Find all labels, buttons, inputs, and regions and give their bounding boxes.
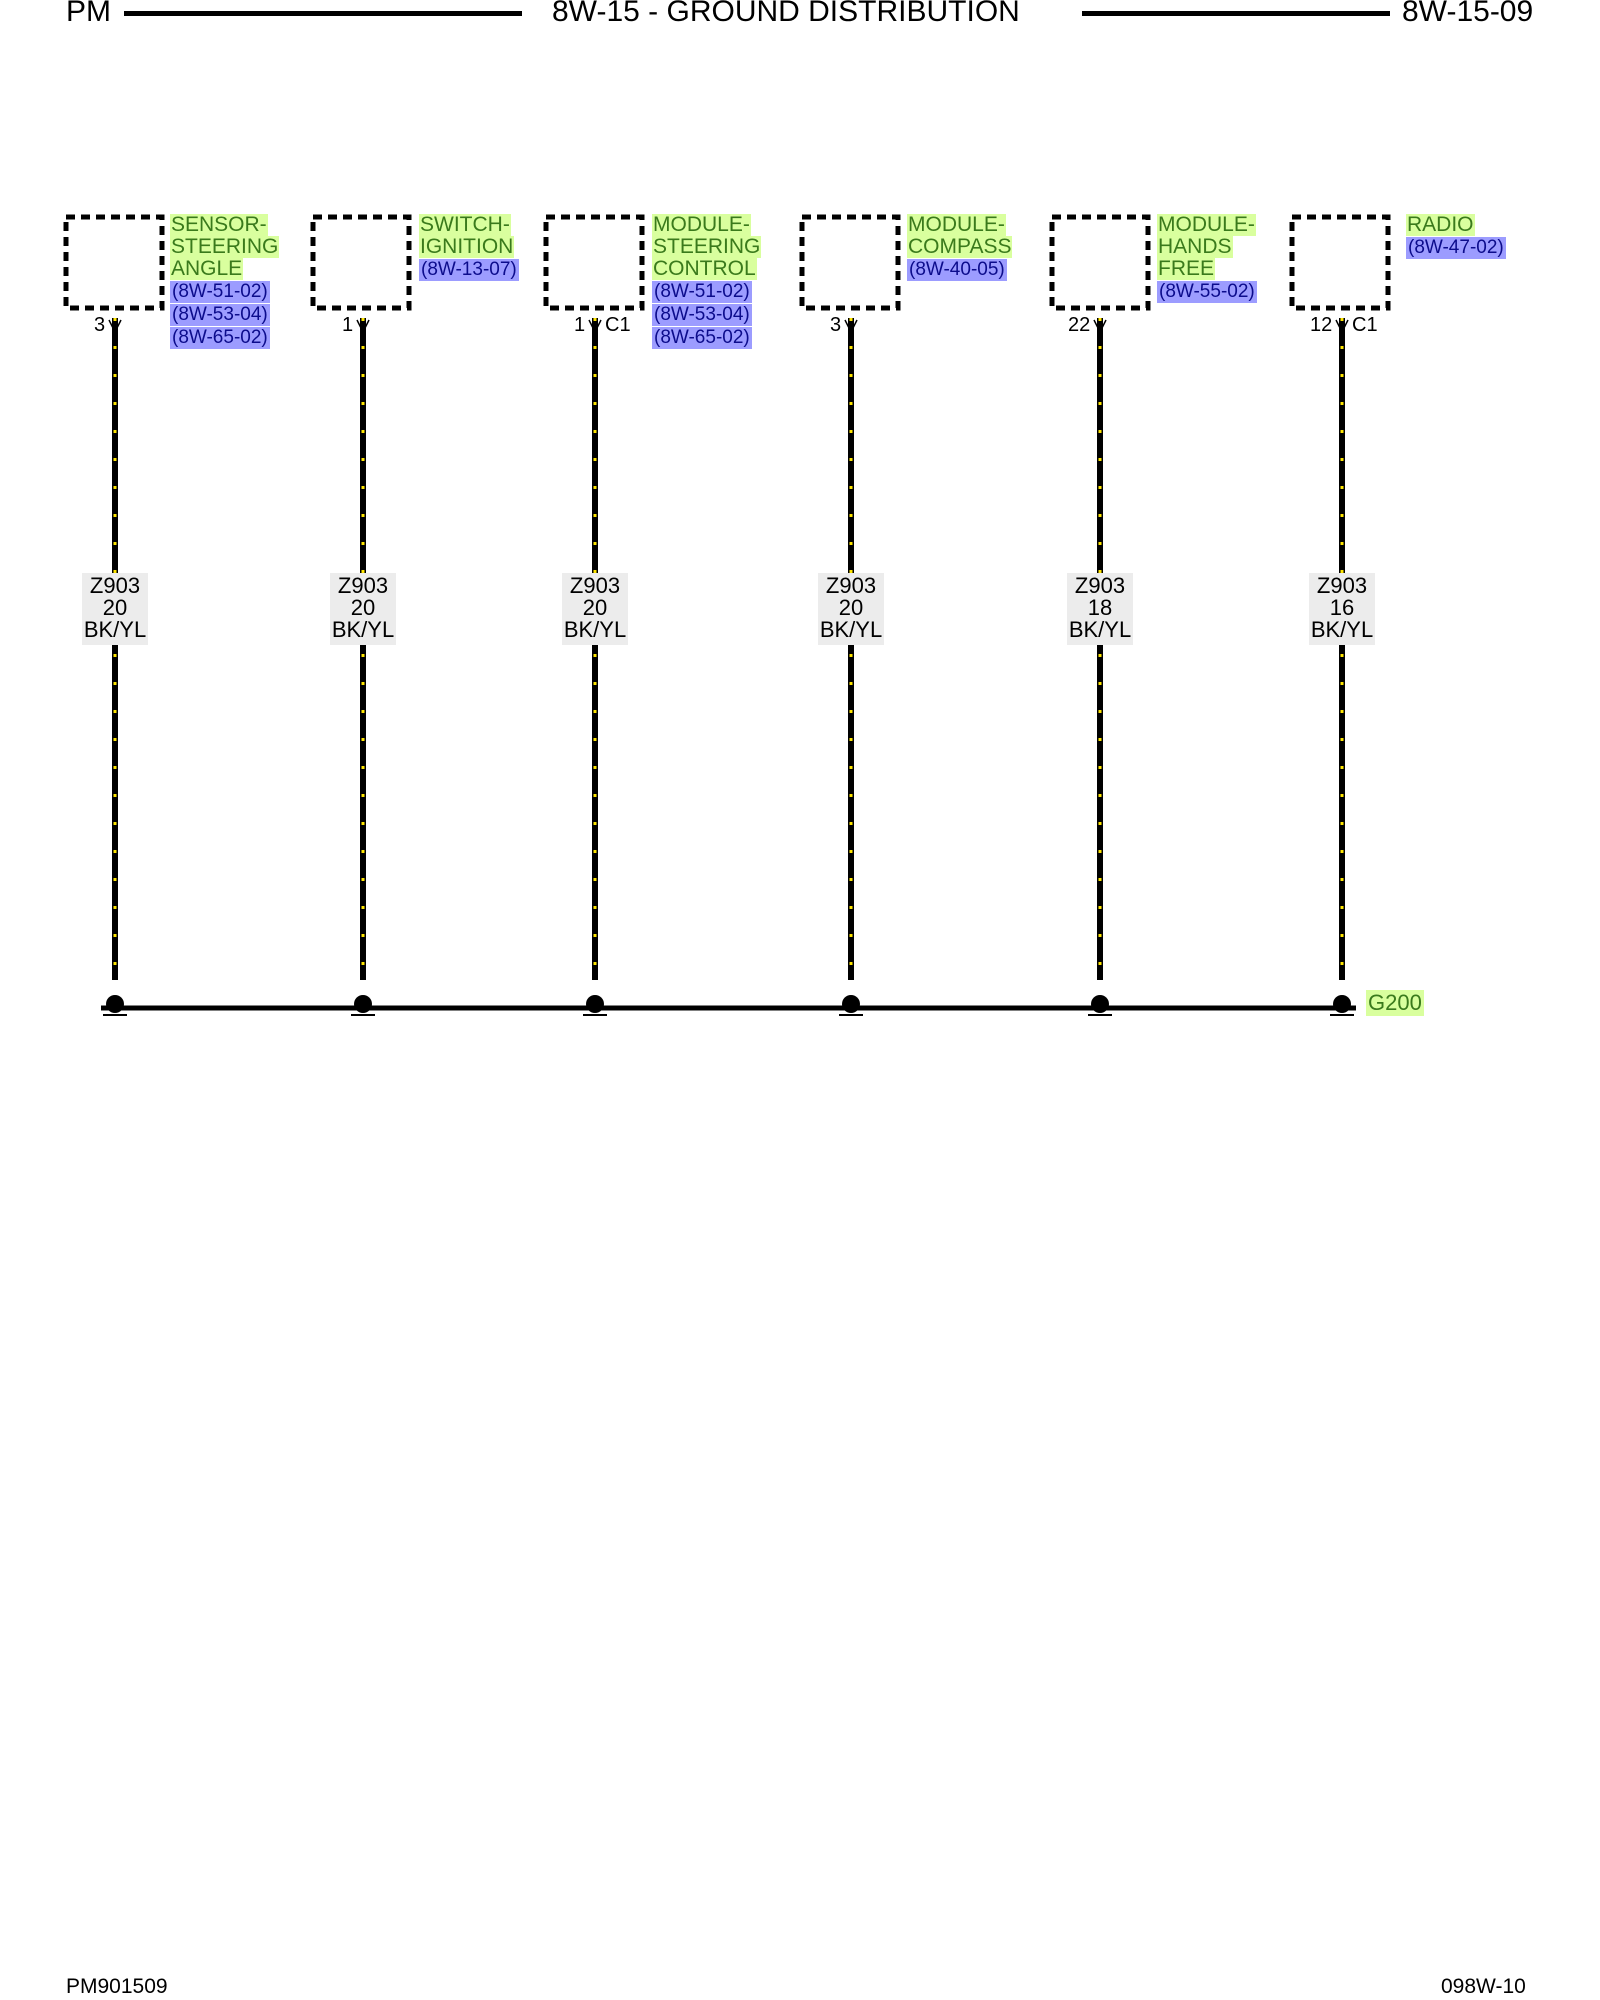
header-left: PM: [66, 0, 111, 28]
connector-id: C1: [605, 314, 631, 336]
header-rule-right: [1082, 11, 1390, 16]
pin-number: 1: [574, 314, 586, 336]
pin-number: 3: [830, 314, 842, 336]
page-reference-link[interactable]: (8W-51-02): [170, 281, 270, 303]
component-label: MODULE-COMPASS(8W-40-05): [907, 213, 1013, 281]
component-box: [543, 214, 645, 311]
wire-color: BK/YL: [1068, 617, 1132, 642]
component-name-line: SWITCH-: [419, 213, 511, 236]
wire-gauge: 20: [838, 595, 864, 620]
wire-gauge: 16: [1329, 595, 1355, 620]
component-name-line: HANDS: [1157, 235, 1233, 258]
component-box: [799, 214, 901, 311]
component-box: [310, 214, 412, 311]
page-title: 8W-15 - GROUND DISTRIBUTION: [552, 0, 1020, 28]
component-box: [1289, 214, 1391, 311]
wire-gauge: 20: [350, 595, 376, 620]
component-name-line: RADIO: [1406, 213, 1475, 236]
header-right-page-number: 8W-15-09: [1402, 0, 1534, 28]
component-name-line: CONTROL: [652, 257, 757, 280]
component-name-line: MODULE-: [652, 213, 751, 236]
ground-label: G200: [1366, 990, 1424, 1016]
pin-number: 1: [342, 314, 354, 336]
pin-number: 12: [1310, 314, 1333, 336]
component-name-line: MODULE-: [907, 213, 1006, 236]
wire-gauge: 20: [102, 595, 128, 620]
splice-dot: [1333, 995, 1351, 1013]
footer-right: 098W-10: [1441, 1975, 1526, 1998]
pin-number: 22: [1068, 314, 1091, 336]
wire-circuit: Z903: [569, 573, 621, 598]
component-name-line: SENSOR-: [170, 213, 268, 236]
page-reference-link[interactable]: (8W-53-04): [652, 304, 752, 326]
header-rule-left: [124, 11, 522, 16]
component-box: [63, 214, 165, 311]
wire-circuit: Z903: [89, 573, 141, 598]
component-name-line: IGNITION: [419, 235, 515, 258]
component-label: RADIO(8W-47-02): [1406, 214, 1506, 259]
page-reference-link[interactable]: (8W-13-07): [419, 259, 519, 281]
component-box: [1049, 214, 1151, 311]
wire-color: BK/YL: [819, 617, 883, 642]
splice-dot: [354, 995, 372, 1013]
wire-circuit: Z903: [1316, 573, 1368, 598]
wire-circuit: Z903: [337, 573, 389, 598]
wire-circuit: Z903: [825, 573, 877, 598]
page-reference-link[interactable]: (8W-65-02): [652, 327, 752, 349]
splice-dot: [1091, 995, 1109, 1013]
wire-gauge: 20: [582, 595, 608, 620]
wire-color: BK/YL: [563, 617, 627, 642]
page-reference-link[interactable]: (8W-51-02): [652, 281, 752, 303]
wire-color: BK/YL: [83, 617, 147, 642]
component-name-line: MODULE-: [1157, 213, 1256, 236]
wire-circuit: Z903: [1074, 573, 1126, 598]
page-reference-link[interactable]: (8W-55-02): [1157, 281, 1257, 303]
component-label: SWITCH-IGNITION(8W-13-07): [419, 214, 519, 281]
splice-dot: [586, 995, 604, 1013]
component-name-line: ANGLE: [170, 257, 244, 280]
footer-left: PM901509: [66, 1975, 168, 1998]
component-name-line: STEERING: [652, 235, 762, 258]
page-reference-link[interactable]: (8W-65-02): [170, 327, 270, 349]
component-name-line: FREE: [1157, 257, 1216, 280]
splice-dot: [106, 995, 124, 1013]
splice-dot: [842, 995, 860, 1013]
wire-gauge: 18: [1087, 595, 1113, 620]
wiring-schematic: [63, 214, 1391, 1016]
wire-color: BK/YL: [331, 617, 395, 642]
component-name-line: STEERING: [170, 235, 280, 258]
pin-number: 3: [94, 314, 106, 336]
component-name-line: COMPASS: [907, 235, 1013, 258]
wire-color: BK/YL: [1310, 617, 1374, 642]
page-reference-link[interactable]: (8W-47-02): [1406, 237, 1506, 259]
connector-id: C1: [1352, 314, 1378, 336]
page-reference-link[interactable]: (8W-40-05): [907, 259, 1007, 281]
page-reference-link[interactable]: (8W-53-04): [170, 304, 270, 326]
